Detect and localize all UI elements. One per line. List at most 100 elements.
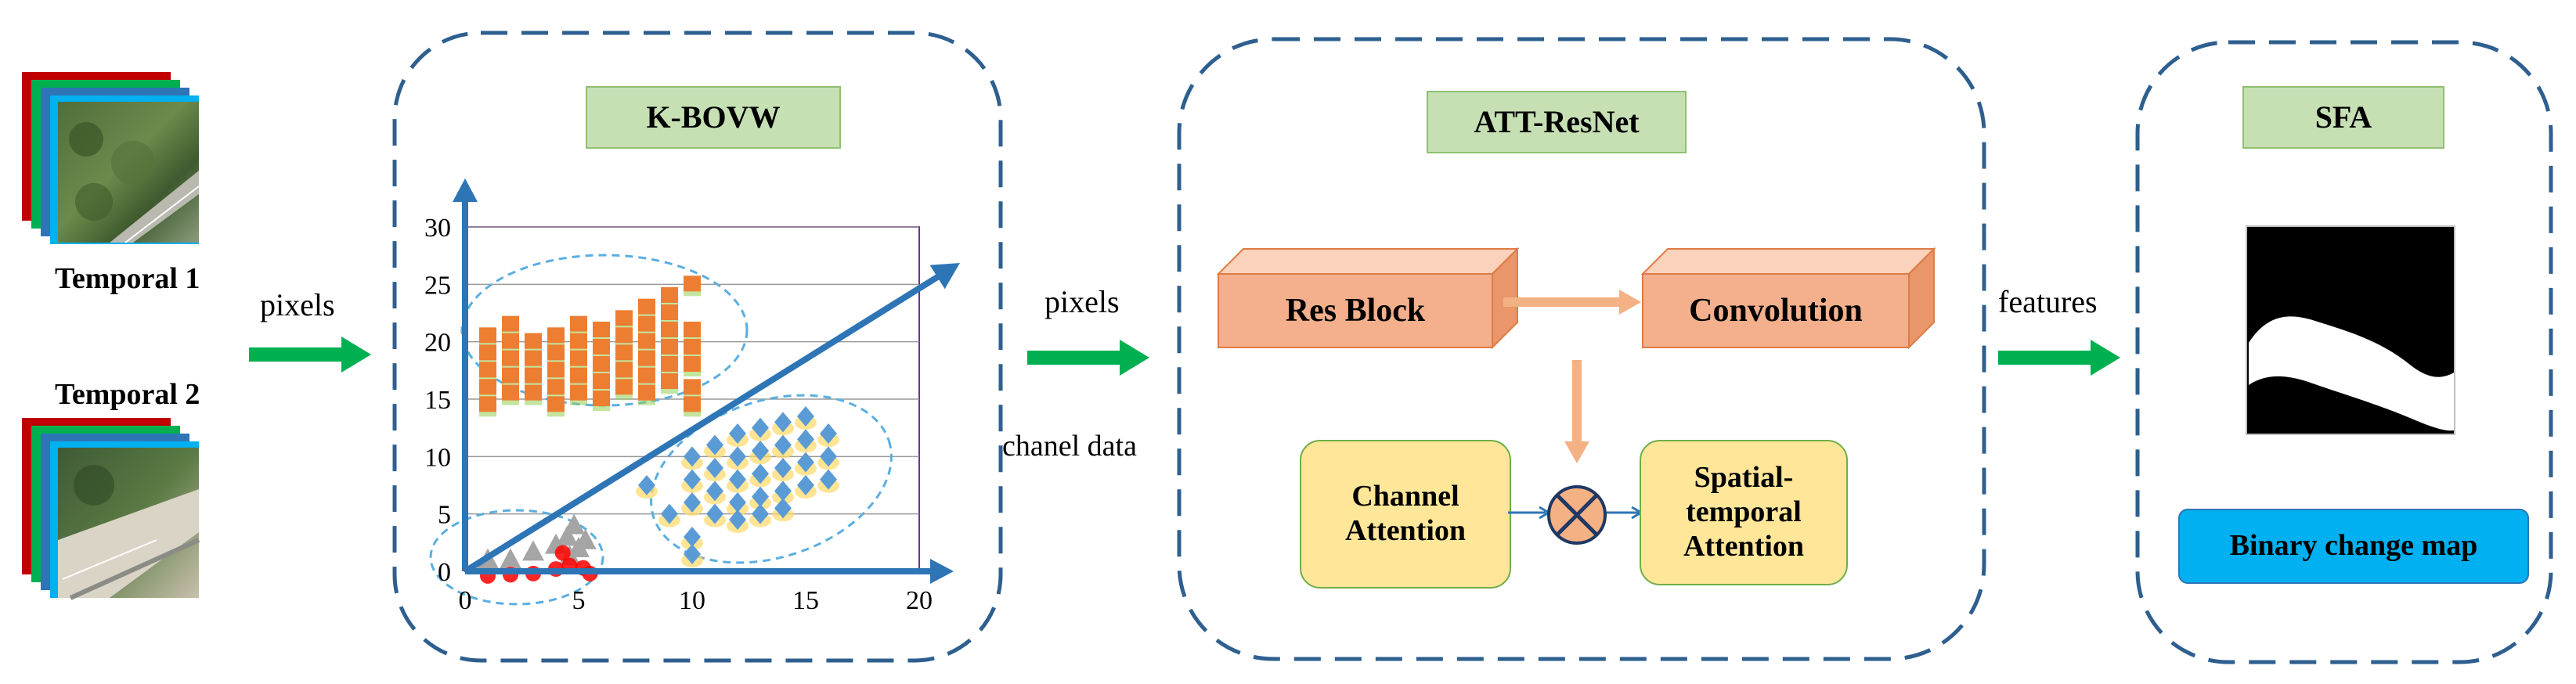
data-point [684, 379, 701, 395]
data-point [556, 525, 579, 546]
x-tick-label: 15 [792, 586, 819, 615]
data-point [752, 417, 769, 438]
data-point [638, 384, 655, 401]
arrow3-label: features [1998, 284, 2098, 319]
data-point [502, 367, 519, 383]
data-point [729, 492, 746, 513]
data-point [684, 356, 701, 372]
temporal1-image-stack [22, 72, 200, 244]
data-point [774, 412, 792, 433]
data-point [774, 481, 792, 502]
data-point [729, 469, 746, 490]
data-point [502, 384, 519, 401]
data-point [638, 298, 655, 315]
data-point [774, 458, 792, 478]
data-point [820, 446, 837, 467]
data-point [479, 327, 496, 344]
arrow2-top-label: pixels [1044, 284, 1120, 319]
x-tick-label: 0 [459, 586, 472, 615]
data-point [554, 545, 571, 561]
data-point [684, 446, 701, 467]
data-point [797, 452, 814, 473]
down-arrow-icon [1564, 360, 1589, 463]
data-point [684, 339, 701, 355]
data-point [547, 327, 565, 344]
data-point [547, 362, 565, 378]
data-point [752, 503, 769, 524]
data-point [774, 498, 792, 519]
data-point [706, 503, 723, 524]
data-point [661, 356, 678, 372]
temporal1-label: Temporal 1 [55, 262, 200, 295]
data-point [752, 441, 769, 461]
multiply-icon [1547, 485, 1607, 545]
data-point [593, 322, 610, 337]
binary-change-map-label: Binary change map [2178, 509, 2529, 584]
x-tick-label: 5 [572, 586, 586, 615]
y-tick-label: 20 [424, 329, 451, 358]
data-point [797, 406, 814, 427]
temporal2-label: Temporal 2 [55, 378, 200, 411]
data-point [479, 396, 496, 412]
data-point [525, 350, 542, 366]
data-point [774, 434, 792, 455]
diagonal-arrowhead [929, 263, 960, 290]
data-point [547, 396, 565, 412]
data-point [547, 379, 565, 395]
data-point [684, 322, 701, 337]
convolution-box [1641, 247, 1936, 349]
data-point [479, 362, 496, 378]
res-to-conv-arrow-icon [1503, 290, 1641, 315]
data-point [638, 333, 655, 349]
data-point [797, 429, 814, 450]
data-point [525, 367, 542, 383]
data-point [684, 275, 701, 292]
data-point [684, 492, 701, 513]
sfa-panel [2135, 40, 2553, 664]
data-point [500, 548, 521, 569]
data-point [661, 287, 678, 303]
data-point [684, 396, 701, 412]
data-point [593, 373, 610, 389]
data-point [661, 503, 678, 524]
data-point [638, 350, 655, 366]
data-point [593, 391, 610, 406]
data-point [684, 469, 701, 490]
data-point [752, 463, 769, 484]
data-point [638, 367, 655, 383]
data-point [479, 344, 496, 361]
data-point [615, 327, 633, 344]
data-point [615, 379, 633, 395]
arrow1-label: pixels [260, 287, 335, 322]
data-point [706, 458, 723, 478]
data-point [684, 527, 701, 547]
data-point [638, 315, 655, 332]
res-block-box [1217, 247, 1520, 349]
data-point [729, 509, 746, 530]
data-point [570, 333, 587, 349]
channel-attention-box: Channel Attention [1300, 440, 1511, 589]
data-point [525, 333, 542, 349]
arrow2-bottom-label: chanel data [1002, 430, 1137, 463]
data-point [752, 486, 769, 507]
kbovw-panel [392, 31, 1003, 663]
temporal2-image-stack [22, 418, 200, 600]
data-point [661, 322, 678, 337]
data-point [574, 528, 597, 549]
data-point [729, 423, 746, 444]
data-point [522, 540, 544, 561]
data-point [502, 333, 519, 349]
data-point [502, 350, 519, 366]
sfa-title: SFA [2242, 86, 2444, 149]
data-point [547, 344, 565, 361]
data-point [563, 513, 586, 535]
data-point [570, 315, 587, 332]
data-point [661, 373, 678, 389]
x-tick-label: 20 [906, 586, 933, 615]
data-point [479, 379, 496, 395]
diagonal-arrow [463, 264, 955, 574]
data-point [525, 384, 542, 401]
y-tick-label: 30 [424, 214, 451, 243]
spatial-temporal-attention-box: Spatial-temporal Attention [1640, 440, 1848, 585]
